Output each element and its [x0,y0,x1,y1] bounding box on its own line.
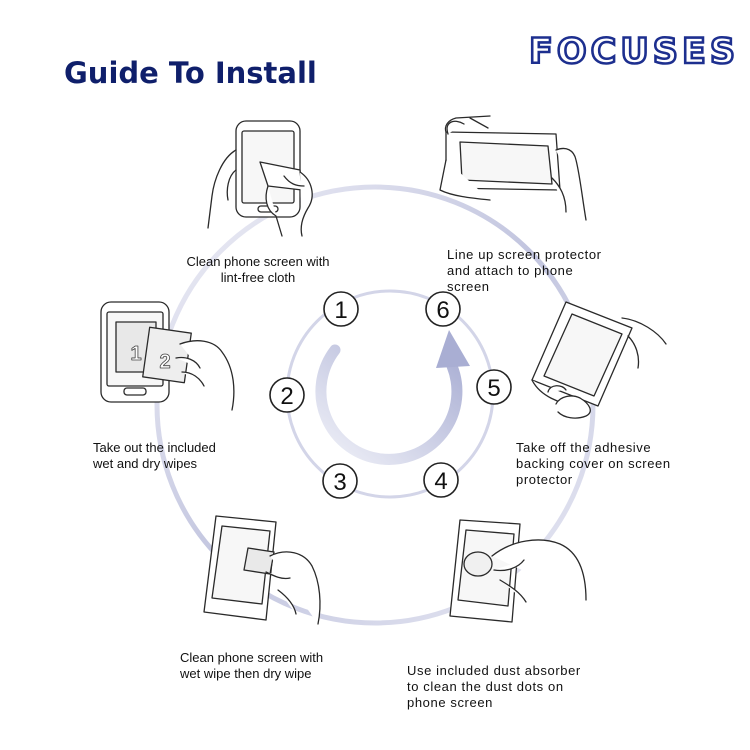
step-number-2-text: 2 [280,383,293,410]
step-number-2: 2 [269,377,305,413]
phone-cloth-illustration [207,120,313,237]
step-number-5-text: 5 [487,375,500,402]
step-5-caption: Take off the adhesive backing cover on s… [516,440,671,487]
step-number-3: 3 [322,463,358,499]
step-4-caption: Use included dust absorber to clean the … [407,663,581,710]
outer-ring [154,184,596,626]
step-number-3-text: 3 [333,469,346,496]
cycle-arrow-icon [315,330,470,465]
screen-protector-align-illustration [439,115,587,221]
page-title: Guide To Install [64,56,317,90]
brand-logo-text: FOCUSES [529,32,739,72]
step-number-4: 4 [423,462,459,498]
step-number-1-text: 1 [334,297,347,324]
step-3-caption: Clean phone screen with wet wipe then dr… [180,650,324,681]
step-2-caption: Take out the included wet and dry wipes [93,440,216,471]
step-number-6-text: 6 [436,297,449,324]
step-1-caption: Clean phone screen with lint-free cloth [186,254,330,285]
phone-wet-wipe-illustration [203,515,321,625]
brand-logo: FOCUSES [528,31,739,74]
step-number-4-text: 4 [434,468,447,495]
step-number-1: 1 [323,291,359,327]
screen-protector-peel-illustration [531,301,667,419]
wipe-label-1: 1 [130,343,141,365]
phone-wipes-illustration: 1 2 [100,301,235,411]
wipe-label-2: 2 [159,351,170,373]
phone-dust-absorber-illustration [449,519,587,623]
step-number-6: 6 [425,291,461,327]
step-6-caption: Line up screen protector and attach to p… [447,247,602,294]
step-number-5: 5 [476,369,512,405]
